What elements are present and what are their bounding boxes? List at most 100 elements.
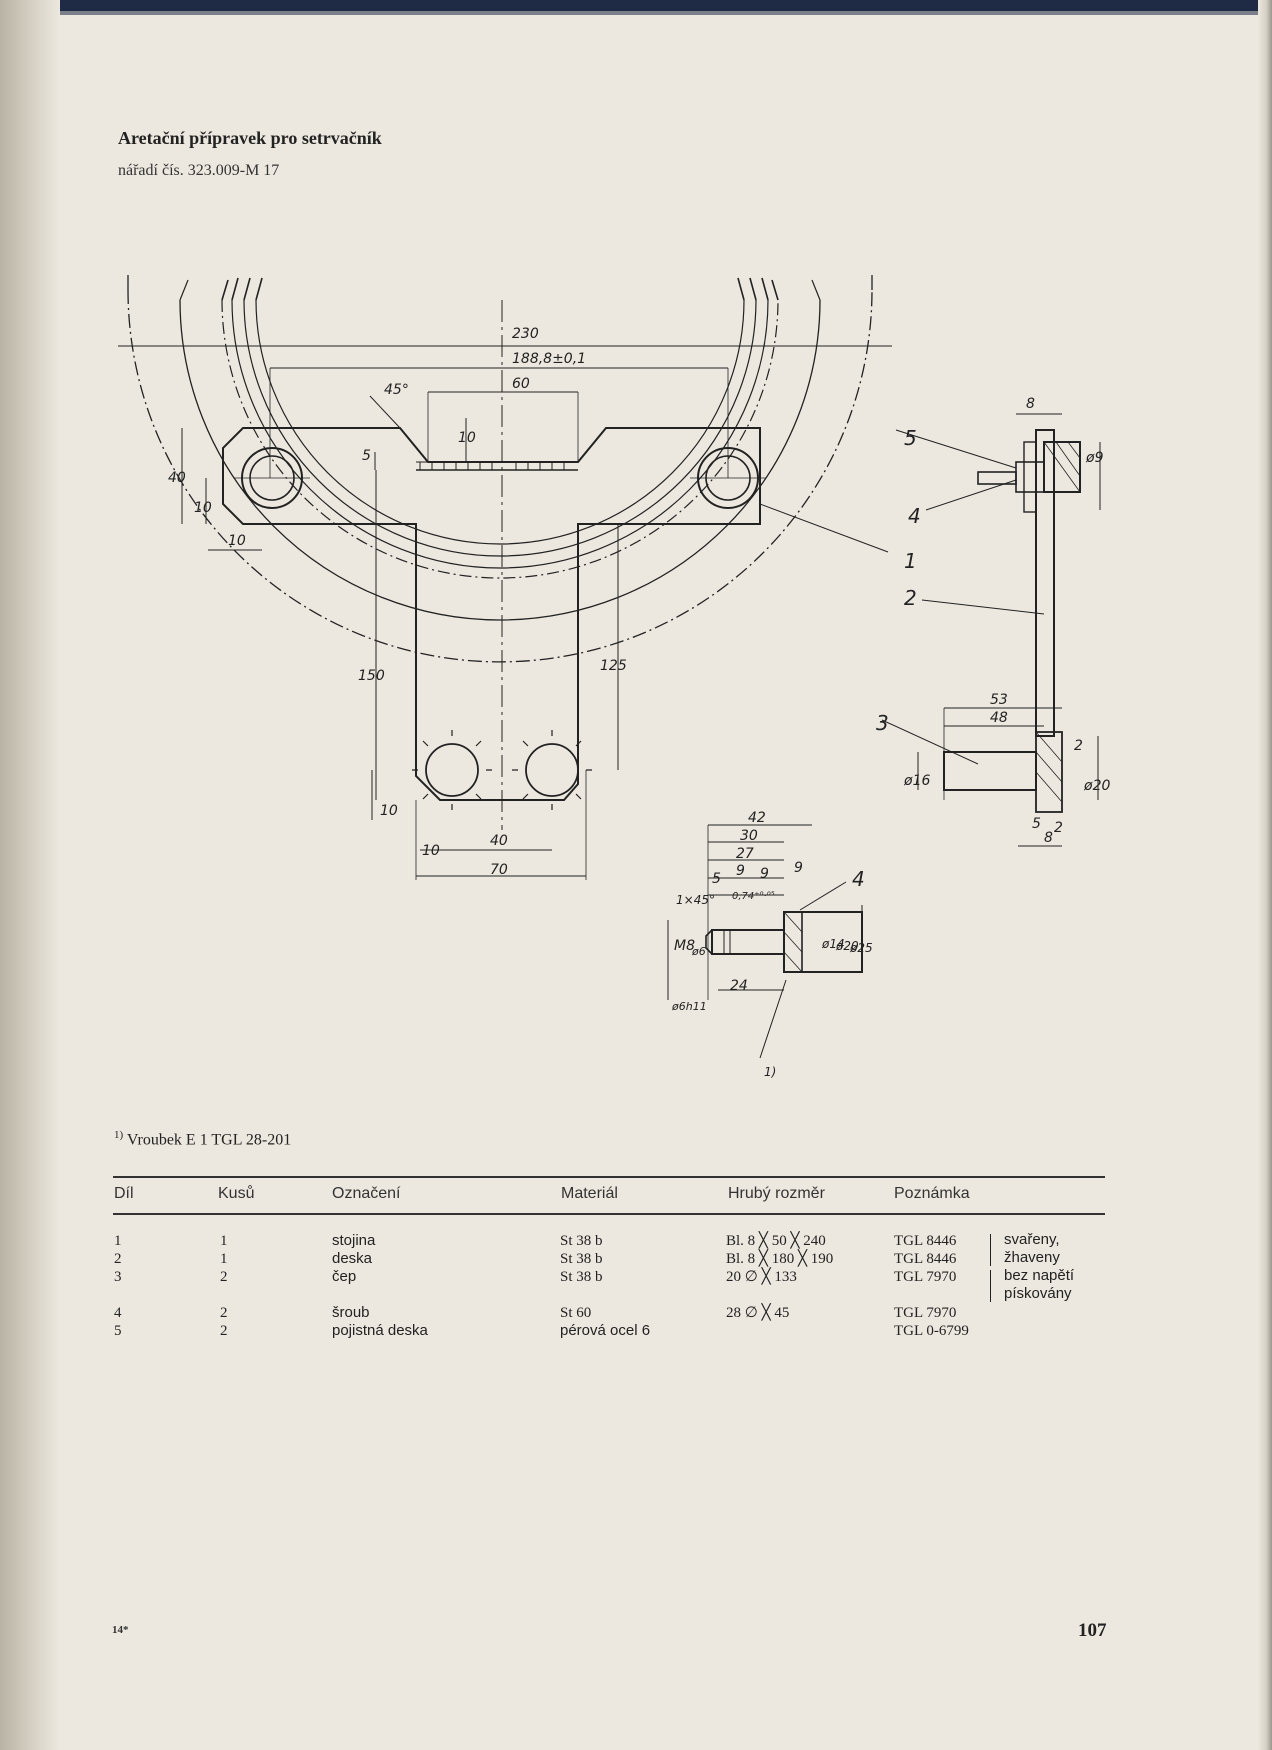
note-line: bez napětí — [1004, 1267, 1075, 1284]
cell-kusu: 2 — [220, 1305, 228, 1321]
side-dim-8b: 8 — [1044, 830, 1053, 846]
cell-rozmer: Bl. 8 ╳ 180 ╳ 190 — [726, 1251, 834, 1267]
callout-2: 2 — [904, 586, 917, 610]
screw-dim-6h11: ø6h11 — [671, 1000, 707, 1013]
cell-material: pérová ocel 6 — [560, 1322, 651, 1339]
cell-material: St 38 b — [560, 1233, 603, 1249]
flywheel-arc-4 — [243, 299, 757, 557]
footnote-text: Vroubek E 1 TGL 28-201 — [126, 1131, 292, 1149]
book-gutter — [0, 0, 60, 1750]
page-right-edge — [1258, 0, 1272, 1750]
dim-45deg: 45° — [384, 382, 409, 398]
note-brace-top — [990, 1234, 999, 1266]
screw-dim-20: ø20 — [835, 939, 859, 953]
scan-top-edge — [0, 0, 1272, 11]
flywheel-arc-3 — [231, 299, 769, 569]
callout-5: 5 — [904, 426, 917, 450]
cell-oznaceni: šroub — [332, 1304, 370, 1321]
cell-oznaceni: čep — [332, 1268, 357, 1285]
side-dim-9: ø9 — [1085, 450, 1104, 466]
side-view-pin — [943, 751, 1037, 791]
cell-oznaceni: deska — [332, 1250, 373, 1267]
table-note: svařeny, žhaveny bez napětí pískovány — [1004, 1231, 1074, 1303]
cell-poznamka: TGL 7970 — [894, 1269, 957, 1285]
callout-4b: 4 — [852, 867, 865, 891]
screw-dim-25: ø25 — [849, 941, 873, 955]
cell-dil: 4 — [114, 1305, 122, 1321]
page-title: Aretační přípravek pro setrvačník — [118, 128, 382, 148]
scan-top-edge-shadow — [0, 11, 1272, 15]
header-dil: Díl — [114, 1185, 134, 1202]
dim-10a: 10 — [458, 430, 476, 446]
cell-dil: 2 — [114, 1251, 122, 1267]
bottom-hole-right — [525, 743, 579, 797]
cell-dil: 3 — [114, 1269, 122, 1285]
footnote-mark: 1) — [114, 1129, 124, 1141]
screw-dim-1x45: 1×45° — [676, 893, 715, 907]
cell-oznaceni: stojina — [332, 1232, 376, 1249]
note-brace-bottom — [990, 1270, 999, 1302]
flywheel-outer-arc — [127, 289, 873, 663]
header-hruby-rozmer: Hrubý rozměr — [728, 1185, 825, 1202]
screw-dim-5: 5 — [712, 871, 721, 887]
note-line: svařeny, — [1004, 1231, 1060, 1248]
side-dim-48: 48 — [990, 710, 1008, 726]
screw-dim-M8: M8 — [674, 938, 695, 954]
note-line: pískovány — [1004, 1285, 1072, 1302]
side-dim-20: ø20 — [1083, 778, 1110, 794]
technical-drawing: 230 188,8±0,1 60 45° 10 5 40 10 10 150 1… — [118, 275, 1110, 1079]
cell-material: St 38 b — [560, 1251, 603, 1267]
callout-1: 1 — [904, 549, 917, 573]
side-dim-5: 5 — [1032, 816, 1041, 832]
plate-outline — [222, 427, 761, 801]
header-oznaceni: Označení — [332, 1185, 401, 1202]
side-dim-8: 8 — [1026, 396, 1035, 412]
footnote: 1) Vroubek E 1 TGL 28-201 — [114, 1129, 291, 1149]
cell-kusu: 1 — [220, 1233, 228, 1249]
cell-kusu: 2 — [220, 1323, 228, 1339]
screw-detail-shank — [711, 929, 785, 955]
screw-dim-42: 42 — [748, 810, 766, 826]
signature-mark: 14* — [112, 1624, 129, 1636]
note-line: žhaveny — [1004, 1249, 1060, 1266]
dim-10b: 10 — [194, 500, 212, 516]
header-kusu: Kusů — [218, 1185, 255, 1202]
dim-125: 125 — [600, 658, 627, 674]
dim-230: 230 — [512, 326, 539, 342]
screw-footnote-mark: 1) — [764, 1065, 776, 1079]
screw-dim-9b: 9 — [760, 866, 769, 882]
dim-10c: 10 — [228, 533, 246, 549]
cell-rozmer: Bl. 8 ╳ 50 ╳ 240 — [726, 1233, 826, 1249]
dim-5: 5 — [362, 448, 371, 464]
page-number: 107 — [1078, 1620, 1107, 1641]
cell-dil: 1 — [114, 1233, 122, 1249]
table-top-rule — [113, 1176, 1105, 1178]
side-dim-53: 53 — [990, 692, 1008, 708]
dim-40b: 40 — [490, 833, 508, 849]
dim-60: 60 — [512, 376, 530, 392]
dim-70: 70 — [490, 862, 508, 878]
header-poznamka: Poznámka — [894, 1185, 970, 1202]
callout-4: 4 — [908, 504, 921, 528]
side-dim-16: ø16 — [903, 773, 930, 789]
cell-poznamka: TGL 7970 — [894, 1305, 957, 1321]
side-view-plate — [1035, 429, 1055, 737]
bottom-hole-left — [425, 743, 479, 797]
screw-dim-9a: 9 — [794, 860, 803, 876]
cell-rozmer: 20 ∅ ╳ 133 — [726, 1269, 797, 1285]
cell-poznamka: TGL 0-6799 — [894, 1323, 969, 1339]
callout-3: 3 — [876, 711, 889, 735]
dim-188: 188,8±0,1 — [512, 351, 586, 367]
table-header-rule — [113, 1213, 1105, 1215]
dim-10e: 10 — [422, 843, 440, 859]
flywheel-arc-1 — [179, 299, 821, 621]
screw-dim-14: ø14 — [821, 937, 845, 951]
cell-kusu: 1 — [220, 1251, 228, 1267]
side-dim-2b: 2 — [1054, 820, 1063, 836]
screw-dim-24: 24 — [730, 978, 748, 994]
dim-10d: 10 — [380, 803, 398, 819]
dim-40: 40 — [168, 470, 186, 486]
screw-dim-6: ø6 — [691, 945, 706, 958]
flywheel-arc-2 — [221, 299, 779, 579]
